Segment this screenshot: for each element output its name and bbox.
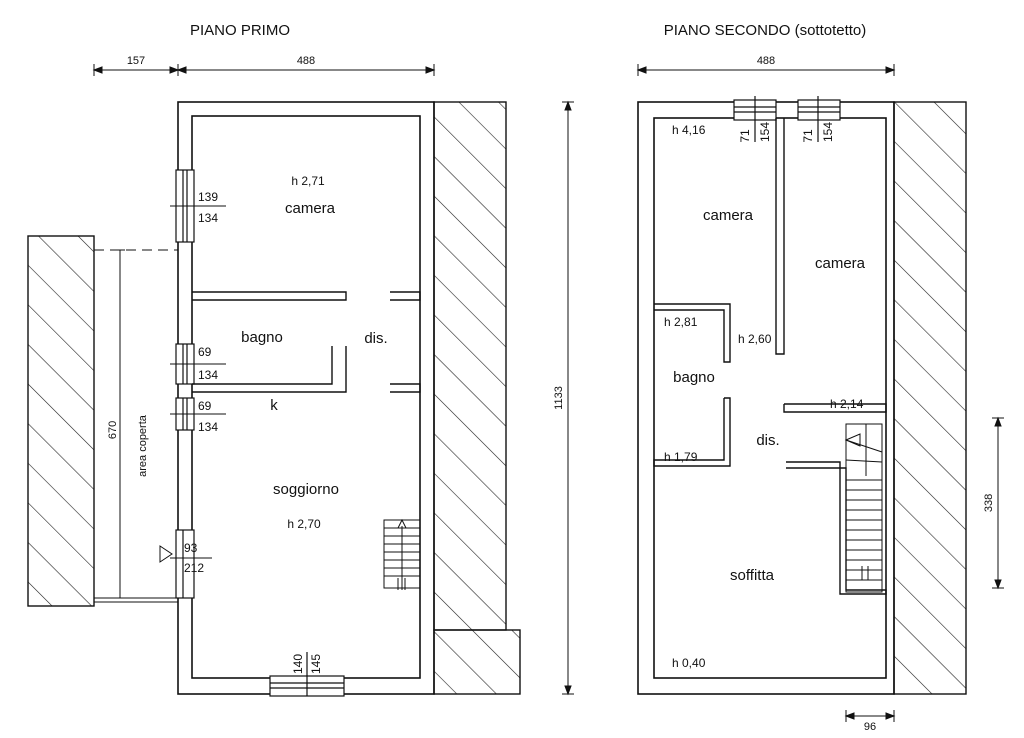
floor2-soffitta-label: soffitta [730,567,775,584]
floor1-window3-top: 69 [198,399,212,413]
floor1-bottom-window-b: 145 [309,654,323,674]
floor2-height-h1: h 4,16 [672,123,706,137]
floor2-window2-b: 154 [821,122,835,142]
floor1-left-hatched-wall [27,235,95,607]
floor2-top-windows [733,96,841,142]
floor2-height-h6: h 0,40 [672,656,706,670]
floor1-camera-height: h 2,71 [291,174,325,188]
floor1-window3-bottom: 134 [198,420,218,434]
floor2-right-hatched-wall [893,101,967,695]
floor2-window1-b: 154 [758,122,772,142]
floor1-left-windows [175,169,195,599]
floor1-bottom-window-a: 140 [291,654,305,674]
floor2-dimension-lines [562,64,1004,722]
floor2-height-h3: h 2,60 [738,332,772,346]
floor1-stairs [383,518,421,590]
floor2-title: PIANO SECONDO (sottotetto) [664,22,867,39]
floor1-soggiorno-height: h 2,70 [287,517,321,531]
floor1-window1-bottom: 134 [198,211,218,225]
floor2-window2-a: 71 [801,129,815,143]
floor2-camera-left-label: camera [703,207,754,224]
floor1-camera-label: camera [285,200,336,217]
floor1-right-hatched-wall [433,101,507,631]
floor1-covered-area-lines [94,249,178,603]
floor2-dim-right-side: 338 [983,494,995,512]
floor1-bagno-label: bagno [241,329,283,346]
floor2-camera-right-label: camera [815,255,866,272]
floor2-height-h4: h 2,14 [830,397,864,411]
floor1-interior-walls [192,291,421,393]
floor1-window1-top: 139 [198,190,218,204]
floor2-window1-a: 71 [738,129,752,143]
floor2-dim-top: 488 [757,55,775,67]
floor1-window2-top: 69 [198,345,212,359]
floor2-dis-label: dis. [756,432,779,449]
floor1-bottom-hatched-wall [433,629,521,695]
floor1-covered-area-label: area coperta [137,414,149,477]
floor1-window-ticks [170,205,226,559]
floor1-plan: PIANO PRIMO 157 488 670 area coperta h 2… [27,22,521,697]
floor1-dim-top-right: 488 [297,55,315,67]
floor2-stairs [844,423,883,593]
floor2-bagno-label: bagno [673,369,715,386]
floor1-title: PIANO PRIMO [190,22,290,39]
floor1-top-dimension-line [92,64,436,76]
floor1-door-bottom: 212 [184,561,204,575]
floor1-window2-bottom: 134 [198,368,218,382]
floor1-k-label: k [270,397,278,414]
floor1-door-top: 93 [184,541,198,555]
floor2-plan: PIANO SECONDO (sottotetto) 488 1133 338 … [553,22,1004,733]
floor1-bottom-window [269,652,345,697]
floor1-dim-side: 670 [107,421,119,439]
floor1-soggiorno-label: soggiorno [273,481,339,498]
floor2-dim-height-total: 1133 [553,386,565,410]
floor2-interior-walls [653,118,887,595]
floor1-dis-label: dis. [364,330,387,347]
floor1-dim-top-left: 157 [127,55,145,67]
floor2-dim-bottom: 96 [864,721,876,733]
floor2-height-h2: h 2,81 [664,315,698,329]
floor2-height-h5: h 1,79 [664,450,698,464]
